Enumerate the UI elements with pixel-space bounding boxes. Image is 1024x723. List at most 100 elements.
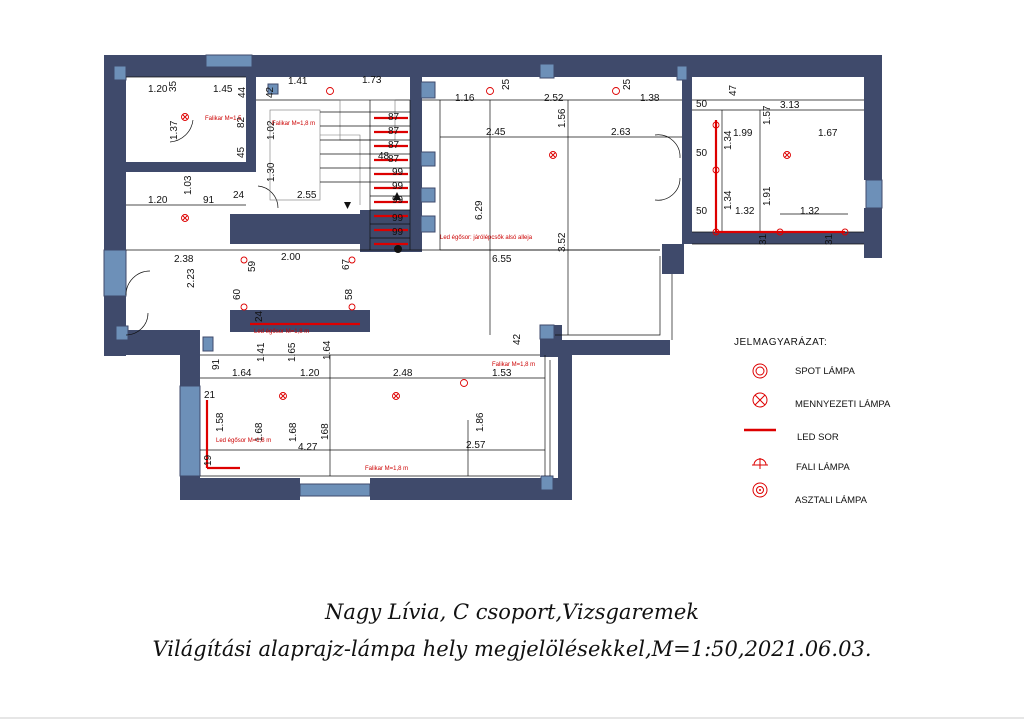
annotation: Falikar M=1,5	[205, 116, 242, 122]
window-9	[676, 65, 688, 81]
window-7	[420, 215, 436, 233]
dimension-label: 50	[696, 99, 708, 110]
dimension-label: 25	[501, 78, 512, 90]
dimension-label: 99	[392, 181, 404, 192]
lighting-annotations: Falikar M=1,5 Falikar M=1,8 m Led égősor…	[205, 116, 535, 472]
wall-corridor	[230, 214, 360, 244]
wall-bedroom-left	[682, 77, 692, 242]
window-1	[113, 65, 127, 81]
dimension-label: 91	[203, 195, 215, 206]
dimension-label: 1.91	[762, 186, 773, 206]
dimension-label: 1.20	[148, 84, 168, 95]
wall-right-bottom	[558, 355, 572, 500]
dimension-label: 1.53	[492, 368, 512, 379]
dimension-label: 1.30	[266, 162, 277, 182]
window-16	[179, 385, 201, 477]
spot-lamp-icon	[460, 379, 468, 387]
dimension-label: 31	[824, 233, 835, 245]
stair-markers	[344, 192, 402, 253]
wall-right-upper	[864, 55, 882, 180]
stair-arrow-up-icon	[393, 192, 401, 200]
wall-bedroom-bottom	[682, 232, 872, 244]
dimension-labels: 1.20 1.45 35 44 1.41 1.73 42 1.16 25 2.5…	[148, 75, 838, 466]
dimension-label: 2.00	[281, 252, 301, 263]
dimension-label: 58	[344, 288, 355, 300]
wall-inner-1	[126, 162, 246, 172]
wall-lamp-icon	[752, 458, 768, 469]
spot-lamp-icon	[326, 87, 334, 95]
dimension-label: 60	[232, 288, 243, 300]
dimension-label: 1.34	[723, 190, 734, 210]
dimension-label: 47	[728, 84, 739, 96]
legend-label-spot: SPOT LÁMPA	[795, 366, 855, 377]
dimension-label: 1.57	[762, 105, 773, 125]
window-15	[299, 483, 371, 497]
dimension-label: 48	[378, 151, 390, 162]
legend-label-wall: FALI LÁMPA	[796, 462, 850, 473]
spot-lamp-icon	[712, 166, 720, 174]
dimension-label: 99	[392, 213, 404, 224]
dimension-label: 82	[236, 116, 247, 128]
dimension-label: 1.58	[215, 412, 226, 432]
window-11	[202, 336, 214, 352]
spot-lamp-icon	[752, 363, 768, 379]
wall-left-upper	[104, 55, 126, 250]
annotation: Falikar M=1,8 m	[272, 121, 315, 127]
ceiling-lamp-icon	[181, 113, 189, 121]
dimension-label: 21	[204, 390, 216, 401]
dimension-label: 1.67	[818, 128, 838, 139]
legend-label-table: ASZTALI LÁMPA	[795, 495, 868, 506]
dimension-label: 99	[392, 227, 404, 238]
dimension-label: 3.13	[780, 100, 800, 111]
legend-label-ceiling: MENNYEZETI LÁMPA	[795, 399, 891, 410]
window-13	[865, 179, 883, 209]
dimension-label: 2.23	[186, 268, 197, 288]
dimension-label: 87	[388, 154, 400, 165]
legend-label-led: LED SOR	[797, 432, 839, 443]
stair-start-icon	[394, 245, 402, 253]
dimension-label: 6.55	[492, 254, 512, 265]
wall-middle	[230, 310, 370, 332]
ceiling-lamp-icon	[549, 151, 557, 159]
spot-lamp-icon	[841, 228, 849, 236]
led-strips	[205, 116, 845, 470]
dimension-label: 1.41	[256, 342, 267, 362]
wall-right-mid	[555, 340, 670, 355]
dimension-label: 50	[696, 148, 708, 159]
dimension-label: 1.38	[640, 93, 660, 104]
dimension-label: 42	[512, 333, 523, 345]
dimension-label: 91	[211, 358, 222, 370]
window-2	[205, 54, 253, 68]
dimension-label: 1.20	[300, 368, 320, 379]
spot-lamp-icon	[240, 303, 248, 311]
ceiling-lamp-icon	[279, 392, 287, 400]
dimension-label: 168	[320, 423, 331, 440]
spot-lamp-icon	[712, 121, 720, 129]
window-10	[115, 325, 129, 341]
window-17	[540, 475, 554, 491]
table-lamp-icon	[752, 482, 768, 498]
ceiling-lamp-icon	[752, 392, 768, 408]
wall-right-lower	[864, 208, 882, 258]
annotation: Falikar M=1,8 m	[365, 466, 408, 472]
dimension-label: 35	[168, 80, 179, 92]
spot-lamp-icon	[612, 87, 620, 95]
stair-arrow-icon	[344, 202, 351, 209]
wall-inner-2	[246, 77, 256, 172]
window-3	[267, 83, 279, 95]
dimension-label: 1.03	[183, 175, 194, 195]
dimension-label: 1.56	[557, 108, 568, 128]
dimension-label: 1.45	[213, 84, 233, 95]
dimension-label: 2.52	[544, 93, 564, 104]
caption-subtitle: Világítási alaprajz-lámpa hely megjelölé…	[152, 637, 872, 661]
dimension-label: 67	[341, 258, 352, 270]
dimension-label: 19	[203, 454, 214, 466]
dimension-label: 45	[236, 146, 247, 158]
dimension-label: 1.41	[288, 76, 308, 87]
dimension-label: 1.32	[800, 206, 820, 217]
dimension-label: 99	[392, 195, 404, 206]
dimension-label: 1.68	[288, 422, 299, 442]
dimension-label: 1.99	[733, 128, 753, 139]
dimension-label: 1.64	[322, 340, 333, 360]
dimension-label: 59	[247, 260, 258, 272]
